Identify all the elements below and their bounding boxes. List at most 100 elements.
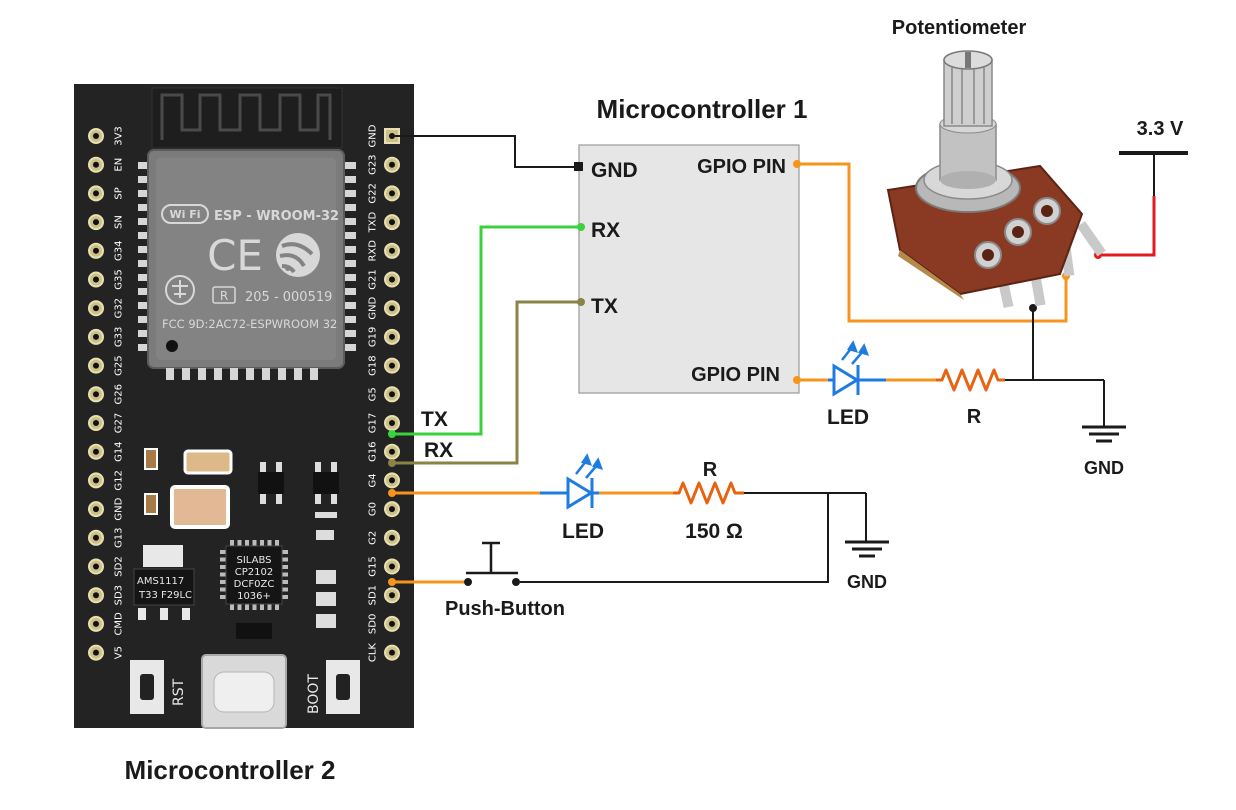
pin-header-left: SD3: [88, 585, 125, 605]
pin-label-right: G23: [368, 154, 379, 174]
pin-hole: [93, 506, 99, 513]
pin-header-right: G23: [368, 154, 400, 175]
pin-header-left: G12: [88, 470, 125, 491]
regulator-leg: [138, 608, 146, 620]
pin-hole: [93, 391, 99, 398]
pin-label-left: G35: [114, 269, 125, 289]
module-pad: [344, 260, 356, 267]
module-pad: [138, 274, 150, 281]
regulator-line-2: T33 F29LC: [138, 590, 192, 601]
regulator-tab: [143, 545, 183, 567]
usb-chip-line-4: 1036+: [237, 591, 271, 602]
module-pad: [138, 190, 150, 197]
pin-hole: [93, 305, 99, 312]
chip-pin: [275, 604, 279, 610]
button-gnd-wire: [520, 493, 829, 583]
gpio-top-terminal: [793, 160, 801, 168]
module-shield-inner: [156, 158, 336, 360]
pin-hole: [389, 247, 395, 254]
pin-label-left: G27: [114, 413, 125, 433]
microcontroller-2-title: Microcontroller 2: [125, 755, 336, 785]
module-pad: [166, 368, 174, 380]
telec-mark-icon: [165, 275, 195, 305]
supply-wire-red: [1098, 196, 1156, 257]
resistor-1-icon: [936, 368, 1005, 392]
light-arrows-icon: [575, 453, 604, 479]
module-pads: [138, 162, 356, 351]
chip-pin: [230, 540, 234, 546]
usb-chip-line-3: DCF0ZC: [234, 579, 275, 590]
pin-label-left: CMD: [114, 612, 125, 636]
mc1-gnd-label: GND: [591, 159, 638, 182]
mc1-gpio-top-label: GPIO PIN: [697, 156, 786, 178]
smd-capacitor-1: [183, 449, 233, 475]
rst-button[interactable]: [140, 674, 154, 700]
module-pin1-dot: [166, 340, 178, 352]
left-pin-header: 3V3ENSPSNG34G35G32G33G25G26G27G14G12GNDG…: [88, 126, 125, 661]
module-pad: [344, 288, 356, 295]
rx-wire: [392, 300, 581, 465]
pin-header-right: RXD: [368, 240, 400, 262]
module-pad: [246, 368, 254, 380]
microcontroller-1-title: Microcontroller 1: [597, 94, 808, 124]
pin-hole: [389, 477, 395, 484]
pin-label-right: CLK: [368, 643, 379, 663]
pin-header-left: G13: [88, 528, 125, 548]
module-pad: [344, 344, 356, 351]
module-pad: [344, 162, 356, 169]
boot-label: BOOT: [306, 674, 322, 714]
pin-label-right: GND: [368, 124, 379, 147]
smd-part: [316, 614, 336, 628]
pin-label-right: G18: [368, 355, 379, 375]
boot-button[interactable]: [336, 674, 350, 700]
pin-header-left: V5: [88, 644, 125, 661]
g4-terminal: [388, 489, 396, 497]
pin-label-right: G5: [368, 387, 379, 401]
pin-hole: [93, 592, 99, 599]
module-pad: [262, 368, 270, 380]
regulator-body: [133, 568, 195, 606]
pin-header-left: G14: [88, 441, 125, 462]
pin-header-left: SP: [88, 185, 125, 202]
pin-label-right: G4: [368, 473, 379, 487]
rx-terminal: [577, 223, 585, 231]
pin-label-left: G34: [114, 241, 125, 261]
v33-label: 3.3 V: [1137, 118, 1184, 140]
pin-label-left: SD2: [114, 556, 125, 576]
pin-hole: [93, 133, 99, 139]
tx-terminal: [577, 298, 585, 306]
pin-label-right: G2: [368, 531, 379, 545]
antenna-trace: [160, 93, 332, 140]
pin-label-right: G22: [368, 183, 379, 203]
resistor-2-icon: [673, 481, 744, 505]
chip-pin: [220, 587, 226, 592]
smd-capacitor-2: [170, 485, 230, 529]
chip-pin: [252, 604, 257, 610]
pin-hole: [389, 391, 395, 398]
pin-label-left: G26: [114, 384, 125, 404]
pot-wiper-wire: [797, 162, 1068, 323]
pin-label-left: EN: [114, 158, 125, 172]
gnd-wire: [390, 135, 579, 168]
pin-label-left: 3V3: [114, 126, 125, 146]
pin-label-right: SD1: [368, 585, 379, 605]
pin-hole: [93, 247, 99, 254]
module-pad: [344, 176, 356, 183]
pin-header-left: CMD: [88, 612, 125, 636]
pin-hole: [389, 362, 395, 369]
chip-pin: [267, 604, 272, 610]
usb-chip-pins: [220, 540, 288, 610]
wire-rx-label: RX: [424, 439, 453, 462]
module-pad: [278, 368, 286, 380]
pin-header-left: SN: [88, 214, 125, 231]
espressif-logo-icon: [276, 233, 320, 277]
module-pad: [344, 246, 356, 253]
chip-pin: [230, 604, 234, 610]
ground-1-icon: [1082, 425, 1126, 443]
cert-code: 205 - 000519: [245, 290, 332, 305]
transistor-2: [313, 462, 339, 518]
module-pad: [138, 260, 150, 267]
pin-hole: [389, 649, 395, 656]
pin-label-left: SP: [114, 187, 125, 199]
smd-part: [316, 570, 336, 584]
